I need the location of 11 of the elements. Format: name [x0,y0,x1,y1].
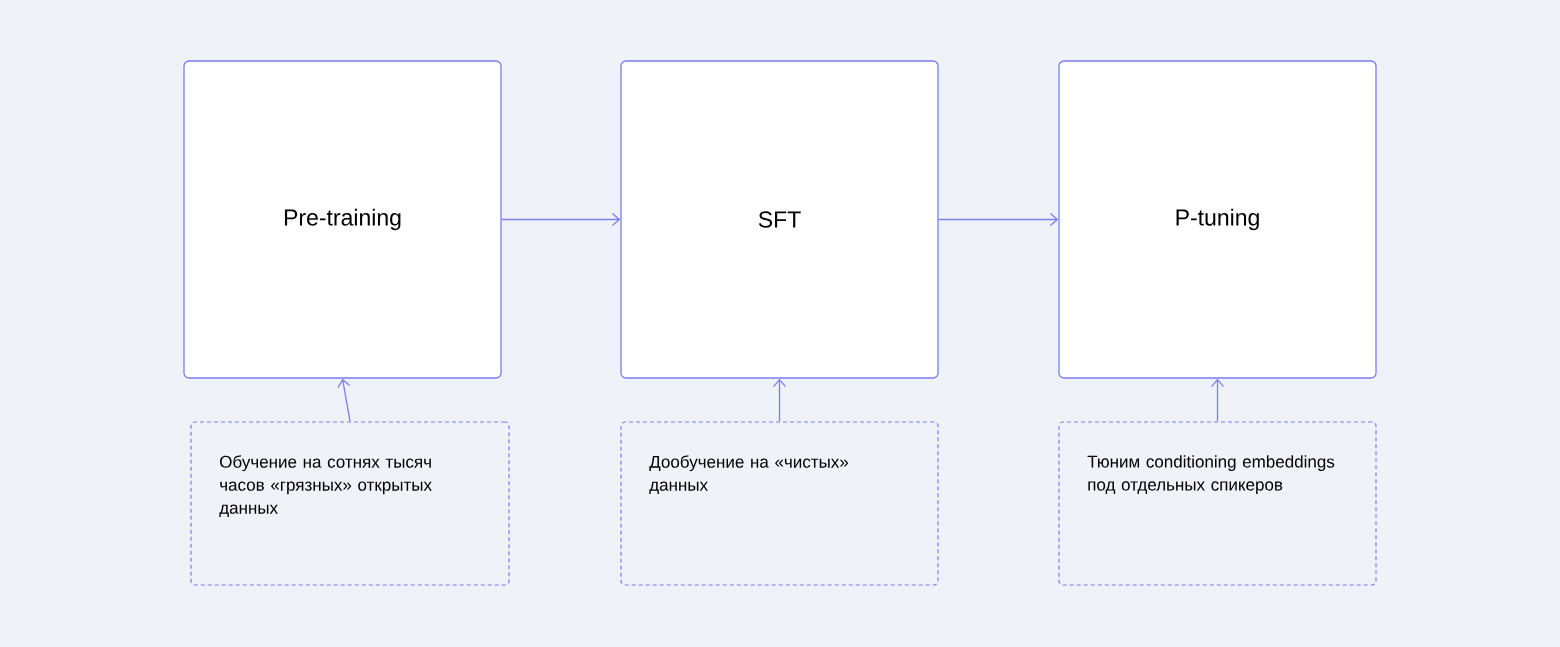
arrow [337,378,351,423]
arrow [772,378,787,423]
stage-box: P-tuning [1058,60,1377,379]
arrow [501,212,621,227]
stage-box: SFT [620,60,939,379]
arrow [1210,378,1225,423]
arrow [938,212,1059,227]
stage-box: Pre-training [183,60,502,379]
note-box: Дообучение на «чистых» данных [620,421,939,586]
note-box: Обучение на сотнях тысяч часов «грязных» открытых данных [190,421,510,586]
note-box: Тюним conditioning embeddings под отдельных спикеров [1058,421,1377,586]
